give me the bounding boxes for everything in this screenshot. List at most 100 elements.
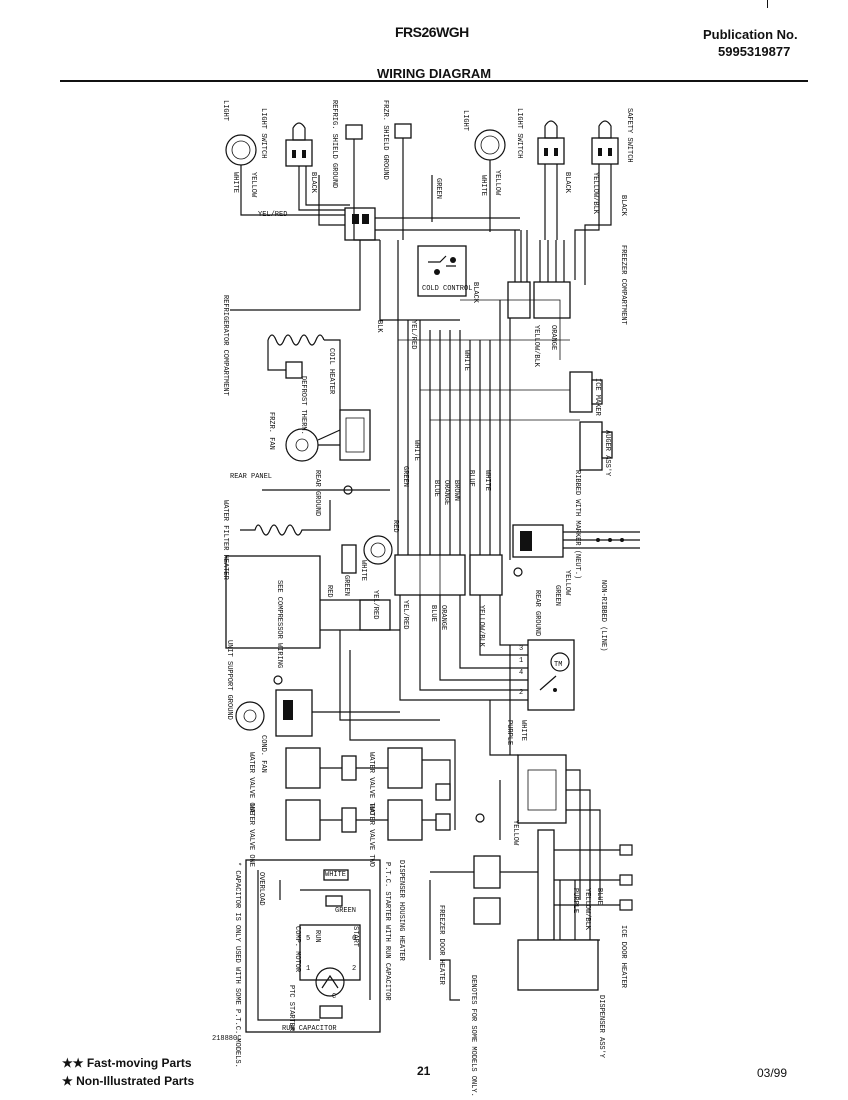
label-num1-timer: 1: [519, 657, 523, 665]
label-refrigerator-compartment: REFRIGERATOR COMPARTMENT: [221, 295, 229, 396]
label-orange-mid: ORANGE: [442, 480, 450, 505]
label-green-mid: GREEN: [401, 466, 409, 487]
label-white-mid3: WHITE: [483, 470, 491, 491]
label-black-right: BLACK: [563, 172, 571, 194]
left-light-bulb: [225, 134, 257, 185]
label-water-valve-two: WATER VALVE TWO: [367, 752, 375, 815]
label-yellow-blk-mid: YELLOW/BLK: [532, 325, 540, 368]
label-yel-red-term: YEL/RED: [401, 600, 409, 629]
right-light-bulb: [474, 129, 506, 200]
model-number: FRS26WGH: [395, 24, 469, 40]
label-denotes-note: DENOTES FOR SOME MODELS ONLY.: [469, 975, 477, 1097]
label-non-ribbed: NON-RIBBED (LINE): [599, 580, 607, 651]
label-tm: TM: [554, 661, 562, 669]
label-defrost-therm: DEFROST THERM.: [299, 376, 307, 435]
label-orange-term: ORANGE: [439, 605, 447, 630]
label-freezer-door-heater: FREEZER DOOR HEATER: [437, 905, 445, 986]
label-light-switch-left: LIGHT SWITCH: [259, 108, 267, 158]
power-cord: [513, 531, 640, 577]
label-white-comp: WHITE: [359, 560, 367, 581]
label-ice-door-heater: ICE DOOR HEATER: [619, 925, 627, 989]
label-capacitor-note: * CAPACITOR IS ONLY USED WITH SOME P.T.C…: [233, 862, 241, 1068]
label-ptc-caption: P.T.C. STARTER WITH RUN CAPACITOR: [383, 862, 391, 1001]
publication-number: 5995319877: [718, 44, 791, 59]
label-green-comp: GREEN: [342, 575, 350, 596]
label-black-cold: BLACK: [471, 282, 479, 304]
label-coil-heater: COIL HEATER: [327, 348, 335, 395]
label-blk: BLK: [375, 320, 383, 333]
label-dispenser-assy: DISPENSER ASS'Y: [597, 995, 605, 1059]
label-black-left: BLACK: [309, 172, 317, 194]
ice-maker: [569, 371, 603, 413]
label-ice-maker: ICE MAKER: [593, 378, 601, 417]
label-blue-mid: BLUE: [432, 480, 440, 497]
label-unit-support-ground: UNIT SUPPORT GROUND: [225, 640, 233, 720]
label-freezer-compartment: FREEZER COMPARTMENT: [619, 245, 627, 325]
label-yel-red-comp: YEL/RED: [371, 590, 379, 619]
label-white-right: WHITE: [479, 175, 487, 196]
coil-heater: [267, 334, 341, 420]
label-black-safety: BLACK: [619, 195, 627, 217]
auger-assy: [579, 421, 613, 471]
publication-label: Publication No.: [703, 27, 798, 42]
label-light-switch-right: LIGHT SWITCH: [515, 108, 523, 158]
label-refrig-shield: REFRIG. SHIELD GROUND: [330, 100, 338, 188]
dispenser-assy-box: [517, 939, 599, 991]
label-yellow-right: YELLOW: [493, 170, 501, 196]
publication-date: 03/99: [757, 1066, 788, 1080]
label-blue-low: BLUE: [595, 888, 603, 905]
left-light-switch: [285, 122, 313, 167]
label-ribbed: RIBBED WITH MARKER (NEUT.): [573, 470, 581, 579]
label-num-inset-2: 2: [352, 965, 356, 973]
lower-connectors: [429, 829, 633, 1001]
label-frzr-shield: FRZR. SHIELD GROUND: [381, 100, 389, 180]
header-rule: [60, 80, 808, 82]
label-blue-mid2: BLUE: [467, 470, 475, 487]
shield-grounds: [345, 123, 412, 205]
label-water-valve-one: WATER VALVE ONE: [247, 752, 255, 815]
label-safety-switch: SAFETY SWITCH: [625, 108, 633, 163]
terminal-block: [394, 524, 564, 596]
label-green-cord: GREEN: [553, 585, 561, 606]
label-yellow-cord: YELLOW: [563, 570, 571, 596]
label-green-top: GREEN: [434, 178, 442, 199]
label-rear-panel: REAR PANEL: [230, 473, 272, 481]
label-red-comp: RED: [325, 585, 333, 598]
label-yellow-disp: YELLOW: [511, 820, 519, 846]
component-labels: LIGHT LIGHT SWITCH REFRIG. SHIELD GROUND…: [221, 100, 633, 1097]
label-red-mid: RED: [391, 520, 399, 533]
label-overload: OVERLOAD: [257, 872, 265, 906]
label-yel-red-mid: YEL/RED: [409, 320, 417, 349]
label-num4-timer: 4: [519, 669, 523, 677]
freezer-connectors: [507, 230, 571, 319]
condenser-fan: [235, 675, 400, 737]
label-yel-red-top: YEL/RED: [258, 211, 287, 219]
label-white-inset: WHITE: [325, 871, 346, 879]
label-rear-ground2: REAR GROUND: [533, 590, 541, 636]
page-number: 21: [417, 1064, 431, 1078]
label-purple: PURPLE: [505, 720, 513, 745]
label-yel-blk-term: YELLOW/BLK: [477, 605, 485, 648]
safety-switch: [591, 120, 619, 165]
label-water-valve-one-b: WATER VALVE ONE: [247, 804, 255, 867]
label-start: START: [351, 926, 359, 947]
label-num-inset-1: 1: [306, 965, 310, 973]
label-light-left: LIGHT: [221, 100, 229, 121]
water-valves: [285, 747, 451, 841]
label-num2-timer: 2: [519, 689, 523, 697]
label-c-terminal: C: [332, 993, 336, 1001]
compressor-inset: [245, 859, 381, 1033]
label-cond-fan: COND. FAN: [259, 735, 267, 773]
label-auger-assy: AUGER ASS'Y: [603, 430, 611, 477]
dispenser-connectors: [475, 645, 601, 900]
top-wiring: [230, 164, 612, 311]
label-num-inset-5: 5: [306, 935, 310, 943]
mid-components: [341, 535, 393, 631]
legend-non-illustrated: ★ Non-Illustrated Parts: [62, 1074, 195, 1086]
main-harness: [379, 240, 580, 560]
label-frzr-fan: FRZR. FAN: [267, 412, 275, 450]
label-water-valve-two-b: WATER VALVE TWO: [367, 804, 375, 867]
rear-panel: [240, 485, 390, 536]
label-dispenser-housing-heater: DISPENSER HOUSING HEATER: [397, 860, 405, 962]
